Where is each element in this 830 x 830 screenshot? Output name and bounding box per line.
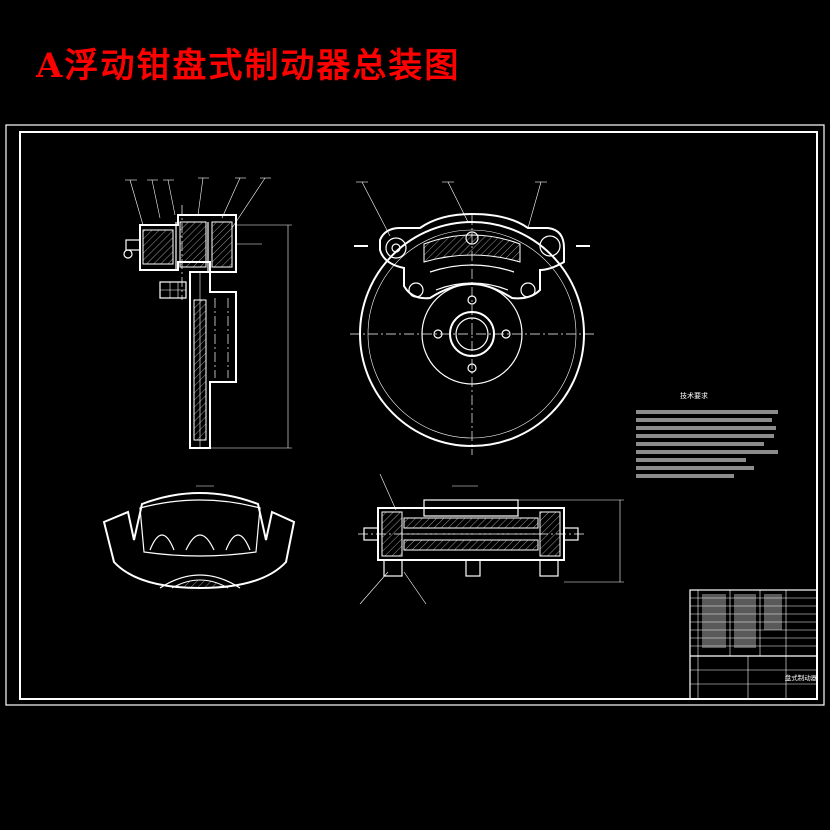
title-block-name: 盘式制动器 <box>785 673 818 682</box>
sheet-frame <box>5 124 825 706</box>
side-section-view <box>123 177 292 449</box>
tech-requirements-heading: 技术要求 <box>680 391 708 400</box>
part-callouts-side <box>125 177 271 229</box>
page-title: A浮动钳盘式制动器总装图 <box>36 46 461 86</box>
front-view <box>350 181 594 455</box>
tech-requirements: 技术要求 <box>636 391 778 478</box>
bottom-section-view <box>358 473 624 605</box>
brake-pad-view <box>102 485 296 590</box>
title-block: 盘式制动器 <box>689 589 818 700</box>
